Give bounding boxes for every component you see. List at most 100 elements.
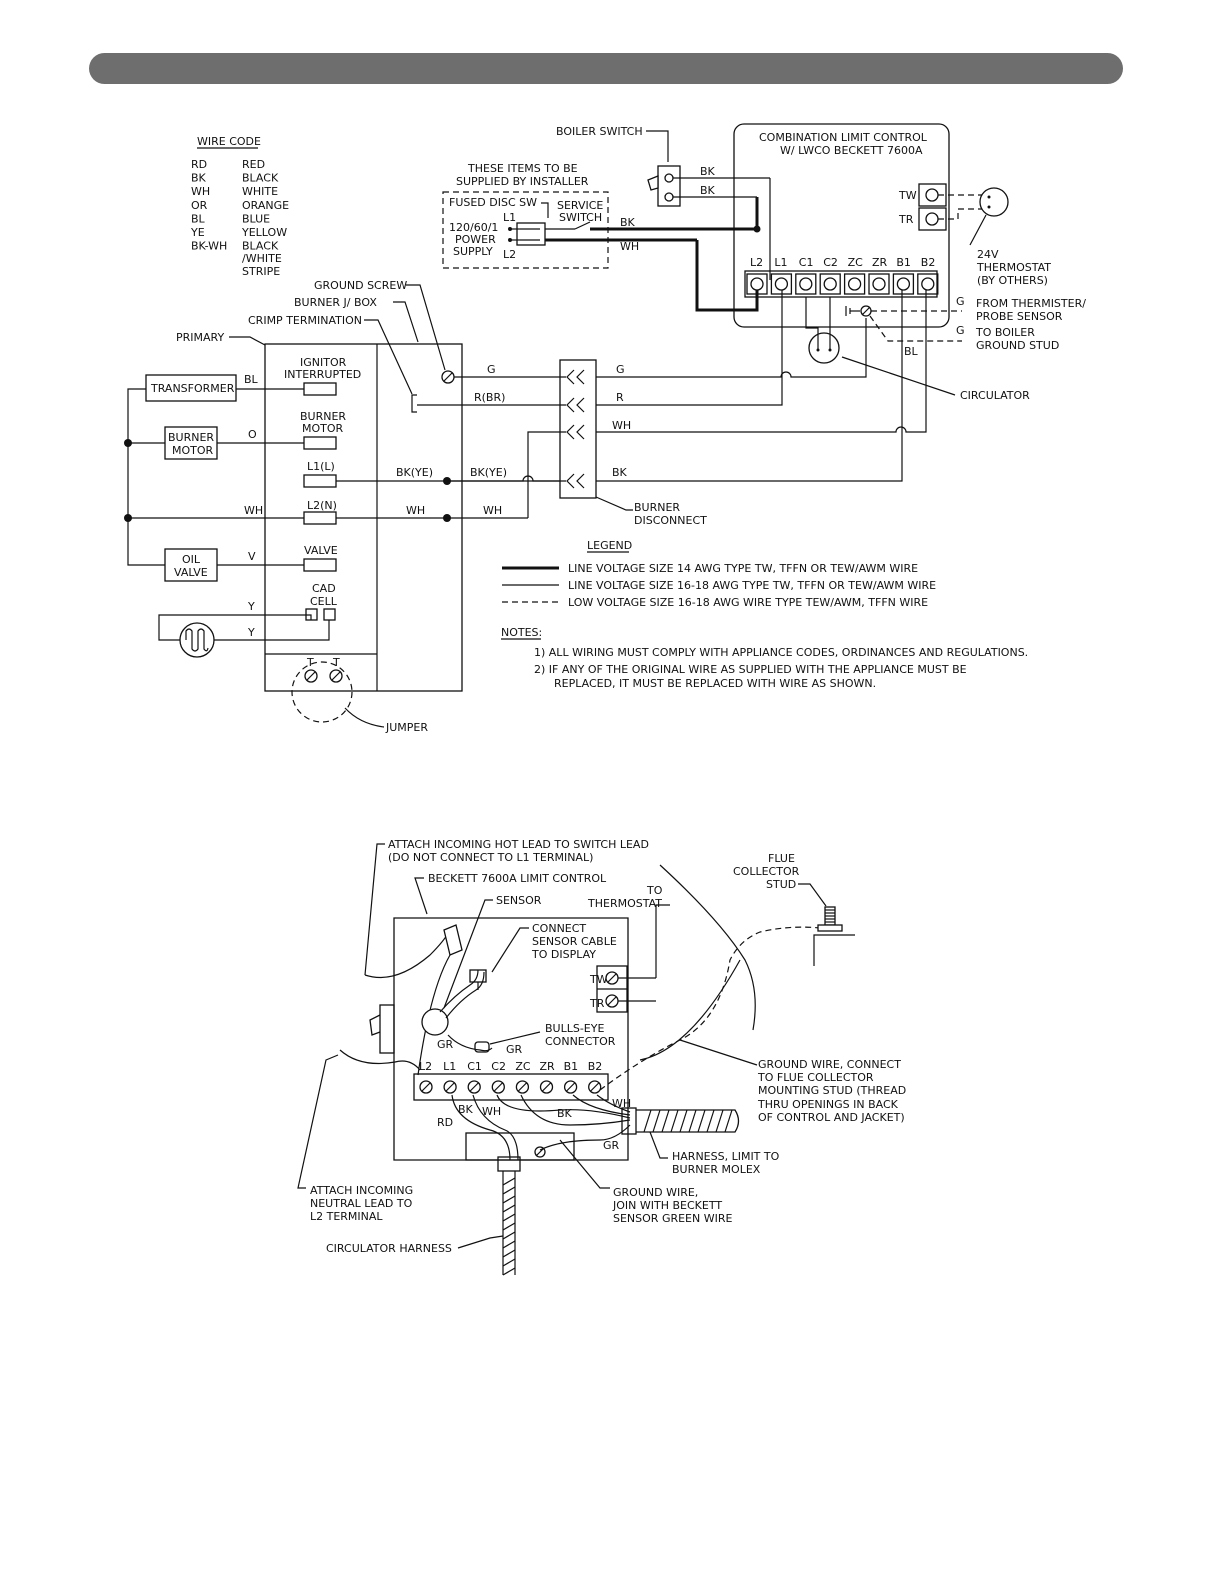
boiler-switch-label: BOILER SWITCH	[556, 125, 643, 138]
wire-label-bk: BK	[458, 1103, 474, 1116]
connect-label-3: TO DISPLAY	[531, 948, 596, 961]
wire-label-bkye: BK(YE)	[470, 466, 507, 479]
terminal-label: L1	[774, 256, 787, 269]
terminal-label: C1	[467, 1060, 482, 1073]
ground-join-label-1: GROUND WIRE,	[613, 1186, 698, 1199]
wire-label-gr: GR	[603, 1139, 620, 1152]
thermister-label-1: FROM THERMISTER/	[976, 297, 1086, 310]
ignitor-label-2: INTERRUPTED	[284, 368, 361, 381]
wire-label-wh: WH	[482, 1105, 501, 1118]
terminal-label: ZR	[872, 256, 888, 269]
wire-code-abbr: BK-WH	[191, 240, 227, 253]
jumper-label: JUMPER	[385, 721, 428, 734]
terminal-label: L1	[443, 1060, 456, 1073]
neutral-label-2: NEUTRAL LEAD TO	[310, 1197, 413, 1210]
wire-label-v: V	[248, 550, 256, 563]
limit-control-enclosure	[733, 123, 950, 328]
wire-label-gr: GR	[437, 1038, 454, 1051]
t-label: T	[306, 656, 314, 669]
hot-lead-label-1: ATTACH INCOMING HOT LEAD TO SWITCH LEAD	[388, 838, 649, 851]
wire-code-color: RED	[242, 158, 265, 171]
terminal	[917, 273, 939, 295]
note-1: 1) ALL WIRING MUST COMPLY WITH APPLIANCE…	[534, 646, 1028, 659]
wire-code-color: ORANGE	[242, 199, 289, 212]
bulls-eye-connector-icon	[474, 1041, 490, 1053]
burner-disconnect-block	[559, 359, 597, 499]
supply-l1-label: L1	[503, 211, 516, 224]
legend-item-2: LINE VOLTAGE SIZE 16-18 AWG TYPE TW, TFF…	[568, 579, 936, 592]
harness-label-2: BURNER MOLEX	[672, 1163, 761, 1176]
boiler-switch	[657, 165, 681, 207]
burner-motor-text-2: MOTOR	[172, 444, 214, 457]
power-label-1: 120/60/1	[449, 221, 498, 234]
flue-label-3: STUD	[766, 878, 796, 891]
ground-wire-label-2: TO FLUE COLLECTOR	[757, 1071, 874, 1084]
ground-wire-label-1: GROUND WIRE, CONNECT	[758, 1058, 901, 1071]
connect-label-2: SENSOR CABLE	[532, 935, 617, 948]
wire-code-abbr: OR	[191, 199, 208, 212]
ground-wire-label-5: OF CONTROL AND JACKET)	[758, 1111, 905, 1124]
burner-disconnect-label-1: BURNER	[634, 501, 680, 514]
wire-code-extra-1: /WHITE	[242, 252, 282, 265]
terminal-label: B2	[588, 1060, 603, 1073]
wire-code-color: BLACK	[242, 172, 279, 185]
terminal	[843, 273, 866, 295]
beckett-control-diagram: ATTACH INCOMING HOT LEAD TO SWITCH LEAD …	[297, 838, 906, 1276]
terminal-screw	[563, 1080, 578, 1094]
wire-label-bl: BL	[904, 345, 919, 358]
oil-valve-text-2: VALVE	[174, 566, 208, 579]
thermostat-label-2: THERMOSTAT	[976, 261, 1051, 274]
l1l-label: L1(L)	[307, 460, 335, 473]
terminal-screw	[515, 1080, 530, 1094]
burner-disconnect-label-2: DISCONNECT	[634, 514, 707, 527]
terminal	[892, 273, 915, 295]
flue-label-2: COLLECTOR	[733, 865, 800, 878]
wire-code-abbr: RD	[191, 158, 207, 171]
terminal	[746, 273, 768, 295]
power-label-3: SUPPLY	[453, 245, 493, 258]
wire-code-color: YELLOW	[241, 226, 287, 239]
wire-label-g: G	[487, 363, 496, 376]
terminal-screw	[419, 1080, 433, 1094]
tr-label: TR	[898, 213, 914, 226]
ground-screw-label: GROUND SCREW	[314, 279, 407, 292]
ground-join-label-3: SENSOR GREEN WIRE	[613, 1212, 732, 1225]
ground-join-label-2: JOIN WITH BECKETT	[612, 1199, 722, 1212]
wire-label-y: Y	[247, 600, 255, 613]
supply-l2-label: L2	[503, 248, 516, 261]
terminal-screw	[588, 1080, 602, 1094]
wire-label-wh: WH	[483, 504, 502, 517]
burner-disconnect: G G R(BR) R WH WH BK(YE) BK BURNER DISCO…	[417, 290, 927, 527]
terminal-label: ZC	[848, 256, 864, 269]
terminal-label: C2	[823, 256, 838, 269]
primary-label: PRIMARY	[176, 331, 224, 344]
ignitor-label-1: IGNITOR	[300, 356, 347, 369]
flue-label-1: FLUE	[768, 852, 795, 865]
note-2b: REPLACED, IT MUST BE REPLACED WITH WIRE …	[554, 677, 876, 690]
power-label-2: POWER	[455, 233, 496, 246]
hot-lead-label-2: (DO NOT CONNECT TO L1 TERMINAL)	[388, 851, 593, 864]
wire-label-rd: RD	[437, 1116, 453, 1129]
beckett-label: BECKETT 7600A LIMIT CONTROL	[428, 872, 607, 885]
wire-label-bk: BK	[620, 216, 636, 229]
wire-label-bkye: BK(YE)	[396, 466, 433, 479]
legend-item-1: LINE VOLTAGE SIZE 14 AWG TYPE TW, TFFN O…	[568, 562, 918, 575]
installer-note-1: THESE ITEMS TO BE	[467, 162, 578, 175]
wire-label-r: R	[616, 391, 624, 404]
thermostat-label-3: (BY OTHERS)	[977, 274, 1048, 287]
service-switch-label-2: SWITCH	[559, 211, 602, 224]
wire-code-abbr: BL	[191, 212, 206, 225]
wire-code-abbr: WH	[191, 185, 210, 198]
bulls-eye-label-1: BULLS-EYE	[545, 1022, 604, 1035]
wire-label-g: G	[616, 363, 625, 376]
combination-limit-control: COMBINATION LIMIT CONTROL W/ LWCO BECKET…	[733, 123, 1086, 402]
installer-note-2: SUPPLIED BY INSTALLER	[456, 175, 589, 188]
burner-motor-label-1: BURNER	[300, 410, 346, 423]
wire-label-bk: BK	[557, 1107, 573, 1120]
thermostat-label-1: 24V	[977, 248, 999, 261]
thermostat-icon	[979, 187, 1009, 217]
terminal-label: C1	[799, 256, 814, 269]
wire-code-color: BLUE	[242, 212, 270, 225]
wire-label-wh: WH	[244, 504, 263, 517]
